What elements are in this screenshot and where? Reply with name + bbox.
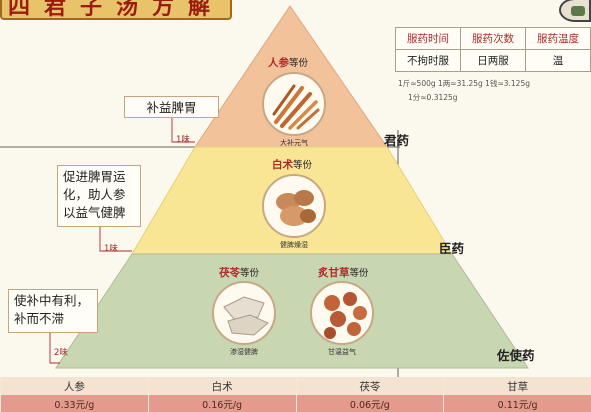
baizhu-slices-icon xyxy=(276,190,316,226)
herb-image-fuling xyxy=(212,281,276,345)
price-value-gancao: 0.11元/g xyxy=(443,395,591,412)
dose-bottom: 2味 xyxy=(54,348,68,358)
tier-bottom xyxy=(55,253,529,369)
herb-label-renshen: 人参等份 xyxy=(268,55,308,70)
herb-suffix-gancao: 等份 xyxy=(349,268,369,279)
gancao-slices-icon xyxy=(324,292,367,339)
fuling-slices-icon xyxy=(223,296,269,336)
price-value-fuling: 0.06元/g xyxy=(295,395,444,412)
price-name-baizhu: 白术 xyxy=(147,377,296,395)
herb-name-renshen: 人参 xyxy=(268,57,289,69)
unit-note-line2: 1分≈0.3125g xyxy=(408,93,458,102)
table-header-frequency: 服药次数 xyxy=(460,27,526,50)
unit-note: 1斤≈500g 1两≈31.25g 1钱≈3.125g 1分≈0.3125g xyxy=(398,77,591,105)
role-zuoshi: 佐使药 xyxy=(497,348,535,363)
unit-note-line1: 1斤≈500g 1两≈31.25g 1钱≈3.125g xyxy=(398,79,530,88)
herb-label-fuling: 茯苓等份 xyxy=(219,265,259,280)
book-icon xyxy=(559,0,591,22)
ginseng-icon xyxy=(272,84,320,130)
herb-effect-fuling: 渗湿健脾 xyxy=(230,348,258,356)
connector-bottom xyxy=(49,330,60,364)
page-title: 四君子汤方解 xyxy=(0,0,232,20)
herb-image-baizhu xyxy=(262,174,326,238)
herb-suffix-baizhu: 等份 xyxy=(293,160,313,171)
price-name-gancao: 甘草 xyxy=(443,377,591,395)
price-name-renshen: 人参 xyxy=(0,377,148,395)
herb-image-renshen xyxy=(262,72,326,136)
table-value-temperature: 温 xyxy=(525,49,591,72)
herb-effect-baizhu: 健脾燥湿 xyxy=(280,241,308,249)
herb-suffix-fuling: 等份 xyxy=(240,268,260,279)
side-note-top: 补益脾胃 xyxy=(124,96,219,118)
herb-name-baizhu: 白术 xyxy=(272,159,293,171)
role-jun: 君药 xyxy=(384,133,410,148)
price-value-baizhu: 0.16元/g xyxy=(147,395,296,412)
price-strip: 人参 白术 茯苓 甘草 0.33元/g 0.16元/g 0.06元/g 0.11… xyxy=(0,377,591,412)
herb-label-baizhu: 白术等份 xyxy=(272,157,312,172)
herb-label-gancao: 炙甘草等份 xyxy=(318,265,369,280)
table-value-time: 不拘时服 xyxy=(395,49,461,72)
connector-middle xyxy=(99,225,132,252)
usage-table: 服药时间 服药次数 服药温度 不拘时服 日两服 温 xyxy=(395,27,591,72)
table-value-frequency: 日两服 xyxy=(460,49,526,72)
herb-name-fuling: 茯苓 xyxy=(219,267,240,279)
side-note-bottom: 使补中有利，补而不滞 xyxy=(8,289,98,333)
herb-suffix-renshen: 等份 xyxy=(289,58,309,69)
dose-top: 1味 xyxy=(176,135,190,145)
herb-image-gancao xyxy=(310,281,374,345)
price-name-fuling: 茯苓 xyxy=(295,377,444,395)
table-header-time: 服药时间 xyxy=(395,27,461,50)
dose-middle: 1味 xyxy=(104,244,118,254)
herb-effect-gancao: 甘温益气 xyxy=(328,348,356,356)
herb-name-gancao: 炙甘草 xyxy=(318,267,350,279)
herb-effect-renshen: 大补元气 xyxy=(280,139,308,147)
price-value-renshen: 0.33元/g xyxy=(0,395,148,412)
side-note-middle: 促进脾胃运化，助人参以益气健脾 xyxy=(57,165,141,227)
connector-top xyxy=(171,113,195,143)
role-chen: 臣药 xyxy=(439,241,465,256)
table-header-temperature: 服药温度 xyxy=(525,27,591,50)
